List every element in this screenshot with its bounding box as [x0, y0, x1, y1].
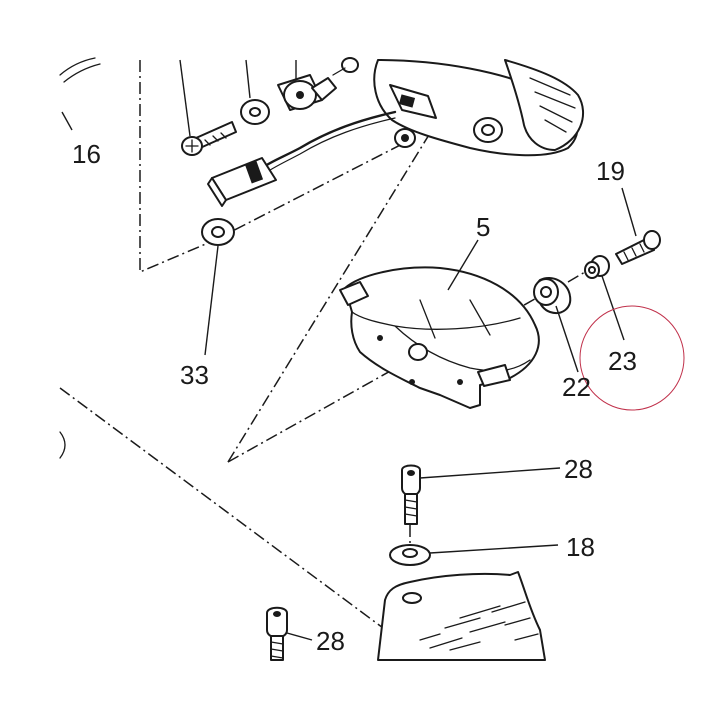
bulb-socket — [277, 60, 337, 111]
lower-cover — [377, 571, 546, 661]
leader-5 — [447, 239, 479, 291]
washer-18 — [389, 544, 431, 566]
mounting-bracket — [339, 266, 540, 409]
leader-22 — [555, 305, 579, 373]
partial-edge-top-left — [59, 57, 96, 76]
callout-28-lower: 28 — [316, 626, 345, 656]
bracket-tab-right — [477, 364, 511, 387]
upper-assembly — [59, 57, 584, 246]
leader-lines — [61, 111, 637, 641]
stud-top — [341, 57, 359, 73]
partial-edge-left — [59, 431, 66, 459]
leader-18 — [429, 544, 559, 554]
leader-23 — [601, 275, 625, 341]
leader-16 — [61, 111, 73, 131]
callout-28-upper: 28 — [564, 454, 593, 484]
tail-light-housing — [373, 59, 584, 157]
bracket-tab-left — [339, 281, 369, 306]
callout-23: 23 — [608, 346, 637, 376]
leader-19 — [621, 187, 637, 237]
highlight-circle — [579, 305, 685, 411]
washer-33 — [201, 218, 235, 246]
callout-18: 18 — [566, 532, 595, 562]
callout-16: 16 — [72, 139, 101, 169]
leader-28a — [419, 467, 561, 479]
wire-connector — [207, 157, 277, 207]
screw-28-upper — [401, 464, 421, 525]
leader-33 — [204, 245, 219, 356]
collar-23 — [584, 255, 610, 279]
washer-top — [240, 59, 270, 125]
grommet-22 — [533, 277, 572, 314]
screw-top — [179, 59, 237, 156]
callout-19: 19 — [596, 156, 625, 186]
wire-harness — [260, 110, 397, 170]
callout-5: 5 — [476, 212, 490, 242]
callout-22: 22 — [562, 372, 591, 402]
callout-33: 33 — [180, 360, 209, 390]
screw-19 — [615, 230, 661, 265]
leader-28b — [286, 632, 313, 641]
bracket-hole-center — [408, 343, 428, 361]
screw-28-lower — [266, 606, 288, 661]
housing-lens — [504, 59, 584, 151]
